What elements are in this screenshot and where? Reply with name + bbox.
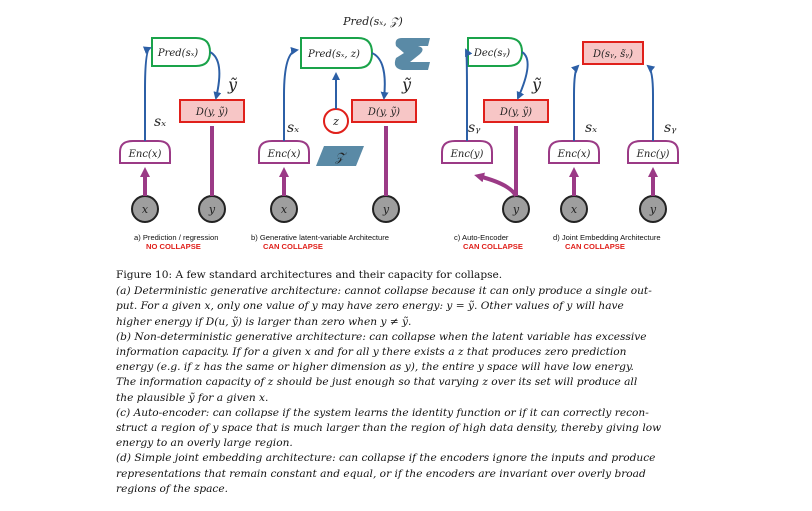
ytilde-c: ỹ [531, 75, 542, 94]
y-label-b: y [382, 203, 390, 216]
z-label-b: z [332, 115, 339, 128]
energy-box-a [179, 99, 245, 123]
caption-line: struct a region of y space that is much … [116, 422, 662, 435]
encoder-x-d [548, 140, 600, 164]
latent-shape-b [394, 38, 430, 70]
caption-line: higher energy if D(u, ỹ) is larger than … [116, 315, 412, 328]
enc-label-c: Enc(y) [450, 149, 484, 160]
zset-label-b: 𝒵 [334, 150, 347, 164]
caption-line: The information capacity of z should be … [116, 376, 638, 389]
energy-box-b [351, 99, 417, 123]
caption-line: put. For a given x, only one value of y … [116, 300, 624, 313]
y-label-d: y [649, 203, 657, 216]
subcaption-b: b) Generative latent-variable Architectu… [251, 233, 389, 242]
caption-line: energy (e.g. if z has the same or higher… [116, 361, 634, 374]
sx-a: sₓ [154, 114, 166, 130]
pred-label-b: Pred(sₓ, z) [307, 49, 360, 60]
caption-line: (a) Deterministic generative architectur… [116, 285, 652, 298]
encoder-y-d [627, 140, 679, 164]
status-b: CAN COLLAPSE [263, 242, 323, 251]
panel-b: Pred(sₓ, z) D(y, ỹ) ỹ sₓ z 𝒵 Enc(x) x y … [251, 37, 430, 251]
caption-line: (b) Non-deterministic generative archite… [116, 330, 647, 343]
status-d: CAN COLLAPSE [565, 242, 625, 251]
caption-title: Figure 10: A few standard architectures … [116, 269, 503, 281]
enc-y-label-d: Enc(y) [636, 149, 670, 160]
y-label-a: y [208, 203, 216, 216]
caption-line: energy to an overly large region. [116, 437, 293, 450]
enc-label-b: Enc(x) [267, 149, 301, 160]
z-set-b [316, 146, 364, 166]
status-a: NO COLLAPSE [146, 242, 201, 251]
panel-c: Dec(sᵧ) D(y, ỹ) ỹ sᵧ Enc(y) y c) Auto-En… [441, 37, 549, 251]
sy-c: sᵧ [468, 120, 481, 136]
x-label-b: x [281, 203, 288, 216]
caption-line: the plausible ỹ for a given x. [116, 391, 269, 404]
ytilde-a: ỹ [227, 75, 238, 94]
architecture-figure: Pred(sₓ, 𝒵) Pred(sₓ) D(y, ỹ) ỹ sₓ Enc(x)… [119, 15, 679, 251]
figure-caption: Figure 10: A few standard architectures … [116, 268, 700, 497]
sy-d: sᵧ [664, 120, 677, 136]
x-label-d: x [571, 203, 578, 216]
pred-label-a: Pred(sₓ) [157, 48, 198, 59]
encoder-b [258, 140, 310, 164]
caption-line: (c) Auto-encoder: can collapse if the sy… [116, 406, 649, 419]
caption-line: regions of the space. [116, 482, 228, 495]
sx-d: sₓ [585, 120, 597, 136]
energy-label-a: D(y, ỹ) [195, 107, 228, 118]
panel-d: D(sᵧ, s̃ᵧ) sₓ sᵧ Enc(x) Enc(y) x y d) Jo… [548, 41, 679, 251]
energy-box-c [483, 99, 549, 123]
dec-label-c: Dec(sᵧ) [473, 48, 510, 59]
energy-label-c: D(y, ỹ) [499, 107, 532, 118]
top-pred-label: Pred(sₓ, 𝒵) [342, 15, 403, 28]
caption-line: information capacity. If for a given x a… [116, 346, 627, 359]
encoder-a [119, 140, 171, 164]
caption-line: (d) Simple joint embedding architecture:… [116, 452, 656, 465]
encoder-c [441, 140, 493, 164]
x-label-a: x [142, 203, 149, 216]
status-c: CAN COLLAPSE [463, 242, 523, 251]
subcaption-a: a) Prediction / regression [134, 233, 218, 242]
subcaption-d: d) Joint Embedding Architecture [553, 233, 661, 242]
subcaption-c: c) Auto-Encoder [454, 233, 509, 242]
panel-a: Pred(sₓ) D(y, ỹ) ỹ sₓ Enc(x) x y a) Pred… [119, 37, 245, 251]
ytilde-b: ỹ [401, 75, 412, 94]
energy-label-b: D(y, ỹ) [367, 107, 400, 118]
enc-label-a: Enc(x) [128, 149, 162, 160]
energy-label-d: D(sᵧ, s̃ᵧ) [592, 49, 633, 60]
sx-b: sₓ [287, 120, 299, 136]
caption-line: representations that remain constant and… [116, 467, 646, 480]
energy-box-d [582, 41, 644, 65]
enc-x-label-d: Enc(x) [557, 149, 591, 160]
y-label-c: y [512, 203, 520, 216]
